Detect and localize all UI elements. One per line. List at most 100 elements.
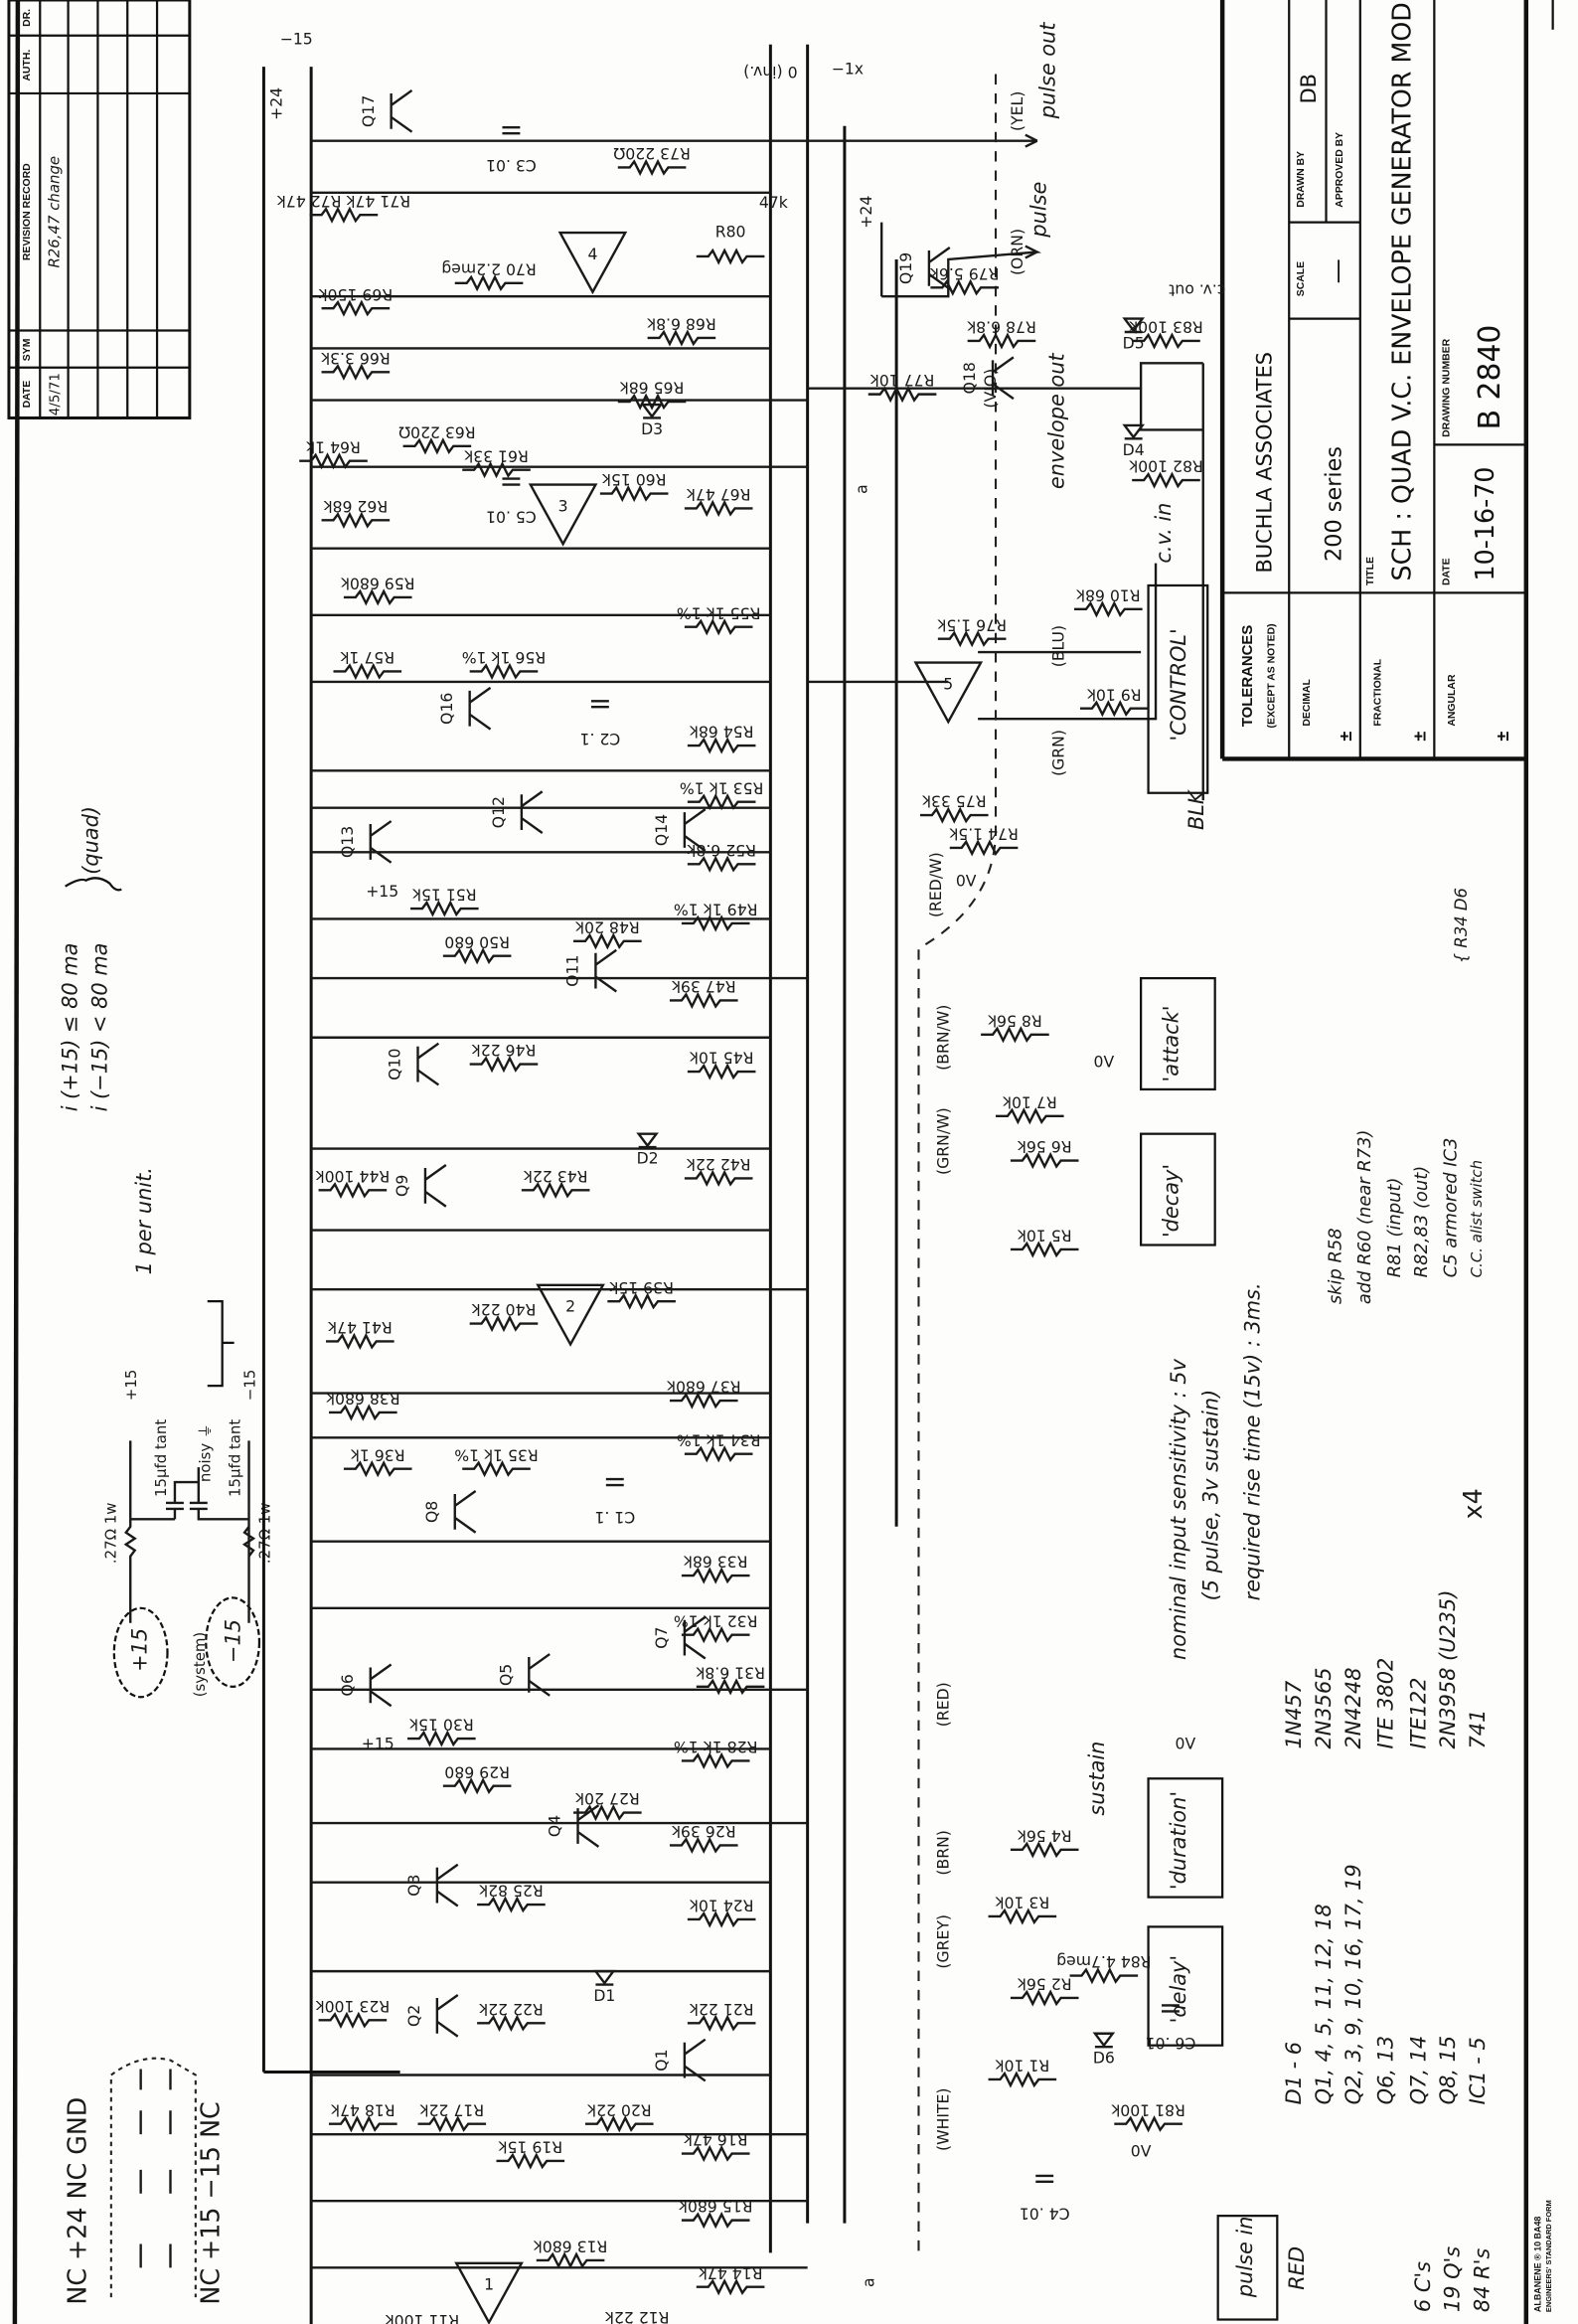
component-label: C3 .01 bbox=[486, 156, 537, 175]
capacitor-symbol bbox=[605, 1477, 624, 1487]
wire-color-label: (BLU) bbox=[1049, 625, 1068, 667]
transistor-label: Q9 bbox=[393, 1175, 411, 1197]
title-block: TOLERANCES (EXCEPT AS NOTED) DECIMAL ± F… bbox=[1219, 0, 1526, 761]
resistor-label: R11 100k bbox=[385, 2311, 460, 2324]
resistor-symbol bbox=[681, 1567, 750, 1584]
op-amp-symbol bbox=[454, 2261, 524, 2324]
resistor-label: R64 1k bbox=[305, 437, 361, 456]
capacitor-symbol bbox=[502, 126, 521, 135]
resistor-label: R82 100k bbox=[1128, 457, 1203, 476]
resistor-symbol bbox=[967, 332, 1036, 350]
resistor-label: R56 1k 1% bbox=[462, 648, 547, 667]
resistor-symbol bbox=[988, 2071, 1057, 2088]
resistor-symbol bbox=[687, 1063, 756, 1080]
resistor-label: R60 15k bbox=[601, 470, 667, 489]
footer-brand: ALBANENE ® 10 BA48 bbox=[1533, 2217, 1543, 2313]
pulse-label: pulse bbox=[1027, 182, 1051, 239]
resistor-symbol bbox=[684, 499, 753, 518]
wire-color-label: (GREY) bbox=[933, 1914, 952, 1969]
resistor-label: R44 100k bbox=[315, 1167, 391, 1186]
resistor-label: R33 68k bbox=[683, 1553, 748, 1572]
duration-box[interactable] bbox=[1147, 1777, 1224, 1899]
decay-box[interactable] bbox=[1140, 1132, 1216, 1246]
envelope-out-label: envelope out bbox=[1045, 353, 1069, 489]
part-refs: Q2, 3, 9, 10, 16, 17, 19 bbox=[1341, 1864, 1365, 2104]
supply-noisy: noisy ⏚ bbox=[197, 1423, 215, 1482]
pulse-in-box[interactable] bbox=[1216, 2215, 1279, 2321]
resistor-label: R53 1k 1% bbox=[680, 778, 764, 797]
resistor-symbol bbox=[687, 2014, 756, 2032]
transistor-label: Q4 bbox=[546, 1815, 564, 1837]
transistor-label: Q13 bbox=[338, 826, 357, 858]
transistor-symbol bbox=[416, 1042, 440, 1086]
capacitor-symbol bbox=[1035, 2174, 1054, 2184]
component-label: D4 bbox=[1123, 440, 1145, 459]
wire-color-label: (GRN/W) bbox=[933, 1107, 952, 1175]
wire-color-label: (GRN) bbox=[1049, 730, 1068, 776]
resistor-symbol bbox=[318, 1181, 388, 1199]
resistor-symbol bbox=[329, 1404, 397, 1421]
approved-by-label: APPROVED BY bbox=[1335, 132, 1345, 208]
diode-symbol bbox=[640, 403, 664, 419]
control-box[interactable] bbox=[1147, 583, 1209, 794]
ic-label: 5 bbox=[943, 674, 953, 693]
attack-label: 'attack' bbox=[1159, 1006, 1183, 1082]
transistor-label: Q17 bbox=[359, 95, 378, 127]
component-label: a bbox=[860, 2277, 878, 2287]
component-label: 0 (inv.) bbox=[743, 63, 797, 82]
resistor-symbol bbox=[410, 900, 479, 917]
resistor-symbol bbox=[536, 2251, 605, 2269]
mod-note: C.C. alist switch bbox=[1468, 1160, 1486, 1277]
resistor-label: R23 100k bbox=[315, 1997, 391, 2016]
drawing-date: 10-16-70 bbox=[1470, 467, 1499, 581]
decay-label: 'decay' bbox=[1159, 1164, 1183, 1238]
resistor-label: R20 22k bbox=[586, 2100, 652, 2119]
resistor-symbol bbox=[333, 662, 402, 681]
resistor-symbol bbox=[696, 2278, 765, 2296]
resistor-symbol bbox=[996, 1107, 1064, 1125]
red-label: RED bbox=[1285, 2246, 1309, 2290]
control-label: 'CONTROL' bbox=[1167, 628, 1190, 741]
component-label: −15 bbox=[280, 30, 313, 49]
resistor-symbol bbox=[469, 662, 539, 681]
angular-pm: ± bbox=[1493, 732, 1512, 742]
resistor-label: R14 47k bbox=[698, 2263, 763, 2282]
transistor-label: Q6 bbox=[338, 1674, 357, 1696]
resistor-label: R2 56k bbox=[1017, 1975, 1072, 1994]
component-label: 0V bbox=[956, 872, 977, 891]
note-sensitivity: nominal input sensitivity : 5v bbox=[1167, 1358, 1190, 1660]
attack-box[interactable] bbox=[1140, 976, 1216, 1091]
blk-label: BLK bbox=[1184, 788, 1208, 830]
decimal-label: DECIMAL bbox=[1302, 679, 1313, 727]
resistor-symbol bbox=[687, 855, 756, 873]
part-type: 2N3958 (U235) bbox=[1436, 1590, 1460, 1749]
resistor-symbol bbox=[684, 1169, 753, 1188]
fractional-label: FRACTIONAL bbox=[1373, 658, 1384, 726]
resistor-symbol bbox=[326, 1332, 394, 1351]
resistor-symbol bbox=[299, 452, 368, 470]
resistor-label: R57 1k bbox=[339, 648, 394, 667]
resistor-label: R81 100k bbox=[1110, 2100, 1185, 2119]
resistor-symbol bbox=[454, 274, 524, 292]
notes-right: nominal input sensitivity : 5v (5 pulse,… bbox=[1167, 888, 1553, 2312]
component-label: 47k bbox=[759, 193, 789, 212]
transistor-symbol bbox=[520, 790, 544, 834]
resistor-symbol bbox=[417, 2115, 487, 2133]
resistor-symbol bbox=[1132, 332, 1200, 350]
pulse-out-label: pulse out bbox=[1036, 22, 1060, 120]
component-label: D1 bbox=[593, 1986, 615, 2005]
note-times-four: x4 bbox=[1458, 1488, 1488, 1519]
wire-color-label: (RED) bbox=[933, 1682, 952, 1727]
title-label: TITLE bbox=[1365, 557, 1376, 585]
op-amp-symbol bbox=[913, 661, 984, 725]
rev-header-date: DATE bbox=[22, 381, 33, 409]
resistor-symbol bbox=[684, 1445, 753, 1463]
wire-color-label: (RED/W) bbox=[926, 852, 945, 917]
transistor-label: Q1 bbox=[652, 2049, 671, 2071]
resistor-symbol bbox=[868, 385, 937, 404]
resistor-symbol bbox=[937, 630, 1007, 648]
delay-box[interactable] bbox=[1147, 1925, 1224, 2047]
resistor-symbol bbox=[617, 393, 687, 411]
supply-minus-circle bbox=[205, 1596, 261, 1688]
series: 200 series bbox=[1321, 446, 1346, 562]
